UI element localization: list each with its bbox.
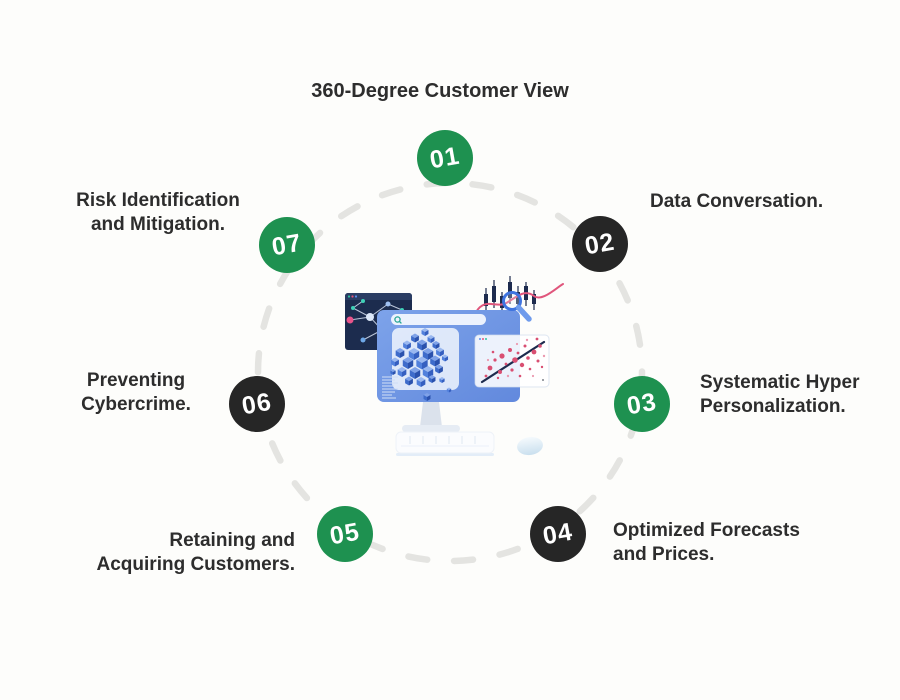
step-number-04: 04 xyxy=(540,517,576,550)
monitor-stand xyxy=(402,402,460,432)
step-label-07: Risk Identification and Mitigation. xyxy=(63,189,253,237)
label-line: Retaining and xyxy=(169,530,295,551)
label-line: and Prices. xyxy=(613,544,715,565)
step-badge-01: 01 xyxy=(417,130,473,186)
step-number-06: 06 xyxy=(239,387,275,420)
step-label-02: Data Conversation. xyxy=(650,190,823,214)
label-line: Data Conversation. xyxy=(650,191,824,212)
label-line: and Mitigation. xyxy=(90,214,226,235)
search-bar xyxy=(391,314,486,325)
step-number-07: 07 xyxy=(269,228,305,261)
step-badge-06: 06 xyxy=(229,376,285,432)
step-label-01: 360-Degree Customer View xyxy=(311,80,569,102)
step-number-02: 02 xyxy=(582,227,618,260)
label-line: Risk Identification xyxy=(76,190,240,211)
step-badge-05: 05 xyxy=(317,506,373,562)
step-label-03: Systematic Hyper Personalization. xyxy=(700,371,859,419)
step-number-05: 05 xyxy=(327,517,363,550)
scatter-plot-card xyxy=(474,334,550,388)
label-line: Cybercrime. xyxy=(81,394,191,415)
step-badge-07: 07 xyxy=(259,217,315,273)
label-line: Optimized Forecasts xyxy=(613,520,800,541)
step-label-06: Preventing Cybercrime. xyxy=(45,369,227,417)
step-badge-02: 02 xyxy=(572,216,628,272)
monitor-illustration xyxy=(345,276,564,456)
magnifier-icon xyxy=(502,291,532,322)
label-line: Personalization. xyxy=(700,396,846,417)
keyboard xyxy=(395,431,495,456)
step-label-05: Retaining and Acquiring Customers. xyxy=(40,529,295,577)
label-line: Systematic Hyper xyxy=(700,372,860,393)
step-badge-03: 03 xyxy=(614,376,670,432)
step-number-03: 03 xyxy=(624,387,660,420)
screen-stripes xyxy=(382,376,398,399)
label-line: Preventing xyxy=(86,370,186,391)
step-badge-04: 04 xyxy=(530,506,586,562)
step-label-04: Optimized Forecasts and Prices. xyxy=(613,519,800,567)
label-line: Acquiring Customers. xyxy=(96,554,295,575)
step-number-01: 01 xyxy=(427,141,463,174)
candlestick-chart xyxy=(475,276,564,314)
mouse xyxy=(517,436,543,456)
